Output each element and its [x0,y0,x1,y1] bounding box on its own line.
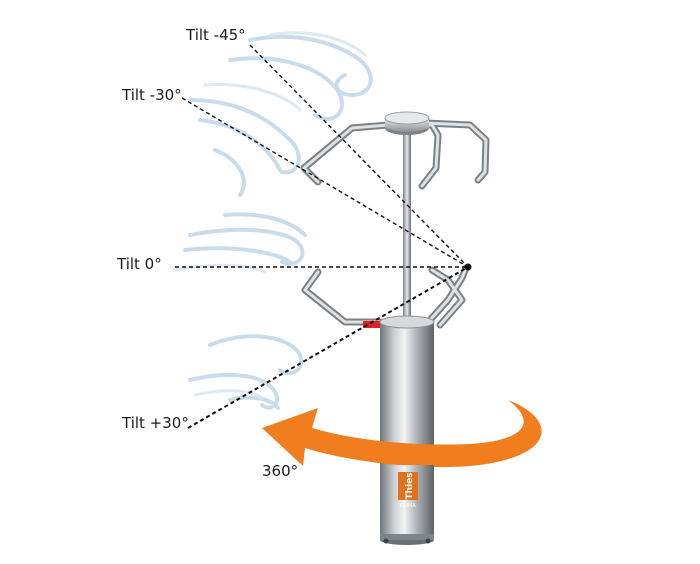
tilt-minus-45-label: Tilt -45° [186,26,246,44]
rotation-arrow-icon [262,400,542,468]
pivot-point [464,263,472,271]
top-cap [384,111,430,135]
tilt-lines [175,44,469,429]
tilt-line-minus-30 [181,97,469,268]
tilt-line-minus-45 [249,44,469,268]
center-rod [403,130,411,320]
wind-swirl-icon [173,31,373,410]
svg-text:CLIMA: CLIMA [400,503,416,509]
brand-logo: Thies CLIMA [398,472,418,509]
tilt-plus-30-label: Tilt +30° [122,414,189,432]
svg-text:Thies: Thies [405,472,415,499]
tilt-0-label: Tilt 0° [117,255,162,273]
lower-sensor-arms [301,264,470,329]
sensor-band [363,321,385,328]
tilt-minus-30-label: Tilt -30° [122,86,182,104]
tilt-line-plus-30 [187,266,469,429]
rotation-label: 360° [262,462,299,480]
